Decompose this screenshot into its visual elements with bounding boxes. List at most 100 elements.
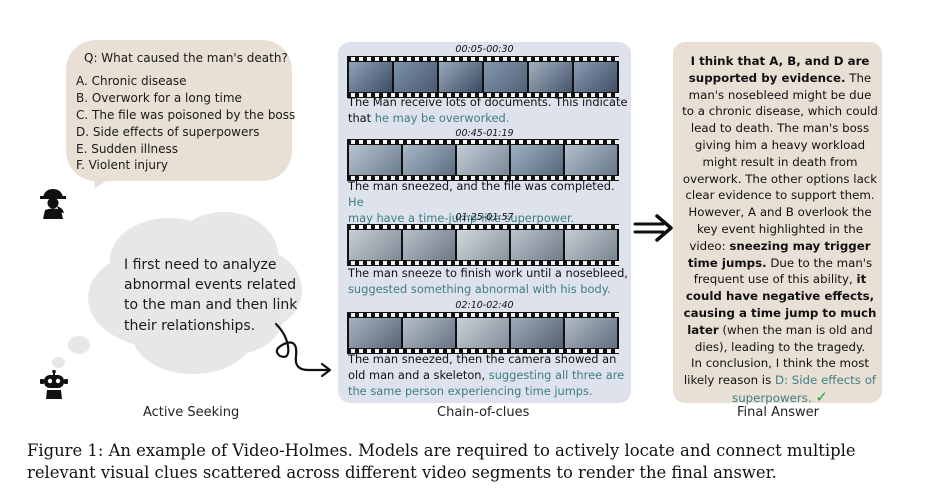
video-frame — [529, 62, 572, 92]
sprocket-holes — [347, 313, 619, 317]
answer-text: (when the man is old and dies), leading … — [694, 322, 873, 354]
thought-line: to the man and then link — [124, 297, 298, 314]
answer-choice: D: Side effects of superpowers. — [732, 373, 877, 405]
video-frame — [403, 318, 455, 348]
clue-plain: that — [348, 111, 375, 126]
robot-icon — [40, 370, 68, 399]
thought-line: abnormal events related — [124, 277, 297, 294]
video-frame — [457, 318, 509, 348]
option-e: E. Sudden illness — [76, 142, 178, 156]
video-frame — [349, 145, 401, 175]
video-frame — [349, 62, 392, 92]
clue-text: The man sneezed, then the camera showed … — [348, 351, 628, 400]
answer-paragraph: In conclusion, I think the most likely r… — [682, 355, 878, 406]
video-frame — [574, 62, 617, 92]
sprocket-holes — [347, 261, 619, 265]
sprocket-holes — [347, 140, 619, 144]
cloud-bubble — [68, 336, 90, 354]
sprocket-holes — [347, 176, 619, 180]
thought-text: I first need to analyze abnormal events … — [124, 255, 297, 336]
clue-timestamp: 00:45-01:19 — [455, 128, 514, 139]
active-seeking-label: Active Seeking — [143, 405, 240, 420]
chain-of-clues-panel: 00:05-00:30 The Man receive lots of docu… — [338, 42, 631, 403]
option-c: C. The file was poisoned by the boss — [76, 108, 296, 122]
video-frames — [349, 62, 617, 92]
answer-text: The man's nosebleed might be due to a ch… — [682, 70, 878, 203]
option-b: B. Overwork for a long time — [76, 91, 242, 105]
clue-inference: he may be overworked. — [374, 111, 510, 126]
checkmark-icon: ✓ — [815, 387, 828, 406]
video-frames — [349, 318, 617, 348]
clue-line: old man and a skeleton, suggesting all t… — [348, 367, 628, 383]
thought-line: their relationships. — [124, 317, 256, 334]
video-frame — [565, 145, 617, 175]
video-frame — [457, 145, 509, 175]
video-frame — [511, 145, 563, 175]
clue-inference: He — [348, 195, 364, 210]
video-frame — [565, 318, 617, 348]
answer-emphasis: I think that A, B, and D are supported b… — [688, 54, 870, 85]
answer-paragraph: However, A and B overlook the key event … — [682, 204, 878, 355]
cloud-part — [186, 284, 282, 354]
thought-line: I first need to analyze — [124, 257, 277, 273]
option-f: F. Violent injury — [76, 158, 168, 172]
chain-of-clues-label: Chain-of-clues — [437, 405, 530, 420]
video-frame — [349, 230, 401, 260]
film-strip — [347, 56, 619, 98]
video-frame — [457, 230, 509, 260]
final-answer-text: I think that A, B, and D are supported b… — [682, 53, 878, 407]
final-answer-panel — [673, 42, 882, 403]
sprocket-holes — [347, 225, 619, 229]
sprocket-holes — [347, 57, 619, 61]
video-frames — [349, 230, 617, 260]
clue-timestamp: 02:10-02:40 — [455, 300, 514, 311]
clue-inference: the same person experiencing time jumps. — [348, 384, 593, 399]
clue-inference: suggesting all three are — [488, 368, 625, 383]
clue-plain: The man sneezed, and the file was comple… — [348, 179, 615, 193]
clue-line: that he may be overworked. — [348, 110, 628, 126]
clue-timestamp: 01:25-01:57 — [455, 212, 514, 223]
video-frame — [403, 230, 455, 260]
film-strip — [347, 139, 619, 181]
figure-caption: Figure 1: An example of Video-Holmes. Mo… — [27, 441, 856, 482]
answer-emphasis: it could have negative effects, causing … — [683, 272, 877, 337]
question-prompt: Q: What caused the man's death? — [84, 51, 288, 65]
clue-line: The man sneeze to finish work until a no… — [348, 265, 628, 281]
video-frame — [439, 62, 482, 92]
film-strip — [347, 312, 619, 354]
video-frame — [565, 230, 617, 260]
clue-line: suggested something abnormal with his bo… — [348, 281, 628, 297]
right-arrow-icon — [633, 214, 673, 242]
option-a: A. Chronic disease — [76, 74, 187, 88]
cloud-bubble — [52, 357, 65, 368]
answer-text: However, A and B overlook the key event … — [688, 205, 872, 253]
answer-text: In conclusion, I think the most likely r… — [683, 356, 869, 388]
sprocket-holes — [347, 93, 619, 97]
answer-paragraph: I think that A, B, and D are supported b… — [682, 53, 878, 204]
video-frame — [394, 62, 437, 92]
clue-line: may have a time-jump-like superpower. — [348, 210, 628, 226]
clue-inference: suggested something abnormal with his bo… — [348, 282, 611, 297]
clue-plain: old man and a skeleton, — [348, 368, 489, 383]
question-bubble — [66, 40, 292, 181]
clue-text: The man sneeze to finish work until a no… — [348, 265, 628, 297]
answer-emphasis: sneezing may trigger time jumps. — [687, 238, 871, 270]
clue-line: The man sneezed, and the file was comple… — [348, 178, 628, 210]
video-frame — [511, 230, 563, 260]
option-d: D. Side effects of superpowers — [76, 125, 260, 139]
clue-plain: The Man receive lots of documents. This … — [348, 95, 628, 109]
clue-line: The Man receive lots of documents. This … — [348, 94, 628, 110]
sprocket-holes — [347, 349, 619, 353]
detective-icon — [40, 189, 66, 219]
clue-plain: The man sneeze to finish work until a no… — [348, 266, 628, 280]
video-frame — [349, 318, 401, 348]
final-answer-label: Final Answer — [737, 405, 819, 420]
film-strip — [347, 224, 619, 266]
video-frame — [511, 318, 563, 348]
clue-line: the same person experiencing time jumps. — [348, 383, 628, 399]
video-frames — [349, 145, 617, 175]
answer-text: Due to the man's frequent use of this ab… — [693, 255, 873, 287]
clue-text: The man sneezed, and the file was comple… — [348, 178, 628, 227]
clue-text: The Man receive lots of documents. This … — [348, 94, 628, 126]
